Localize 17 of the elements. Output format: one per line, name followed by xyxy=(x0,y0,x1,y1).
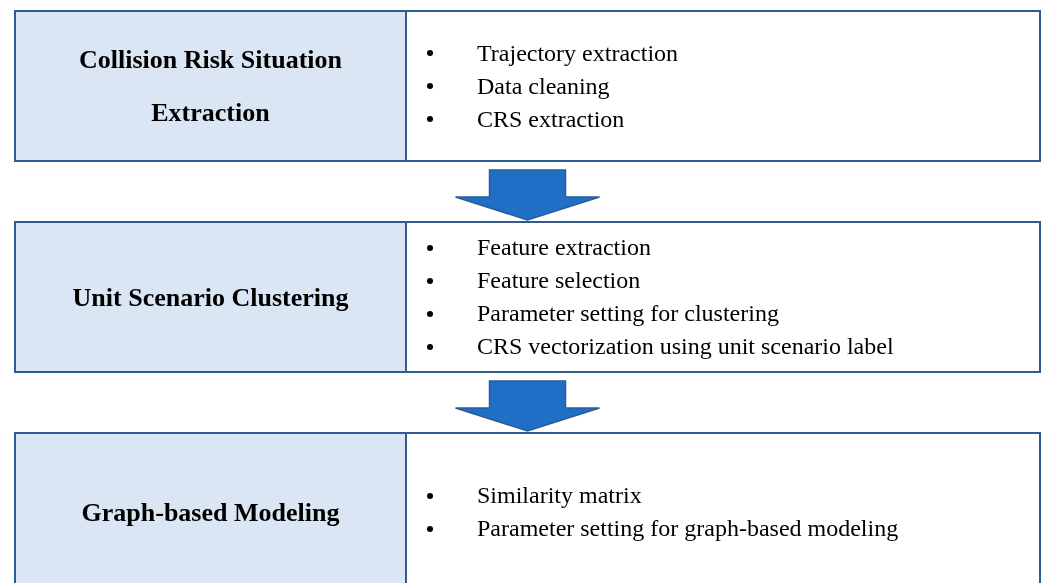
task-text: Parameter setting for graph-based modeling xyxy=(477,515,899,542)
task-text: CRS extraction xyxy=(477,105,625,133)
task-text: Data cleaning xyxy=(477,72,610,100)
block-arrow xyxy=(454,169,601,221)
block-arrow xyxy=(454,380,601,432)
process-row-box xyxy=(14,10,1041,162)
process-row-box xyxy=(14,432,1041,583)
task-text: CRS vectorization using unit scenario label xyxy=(477,333,894,360)
step-heading: Collision Risk Situation Extraction xyxy=(78,44,343,129)
task-text: Feature selection xyxy=(477,267,641,294)
step-heading: Graph-based Modeling xyxy=(81,496,340,529)
task-text: Parameter setting for clustering xyxy=(477,300,779,327)
task-text: Similarity matrix xyxy=(477,482,642,509)
step-heading: Unit Scenario Clustering xyxy=(72,281,349,314)
task-text: Trajectory extraction xyxy=(477,39,679,67)
task-text: Feature extraction xyxy=(477,234,651,261)
process-row-box xyxy=(14,221,1041,373)
